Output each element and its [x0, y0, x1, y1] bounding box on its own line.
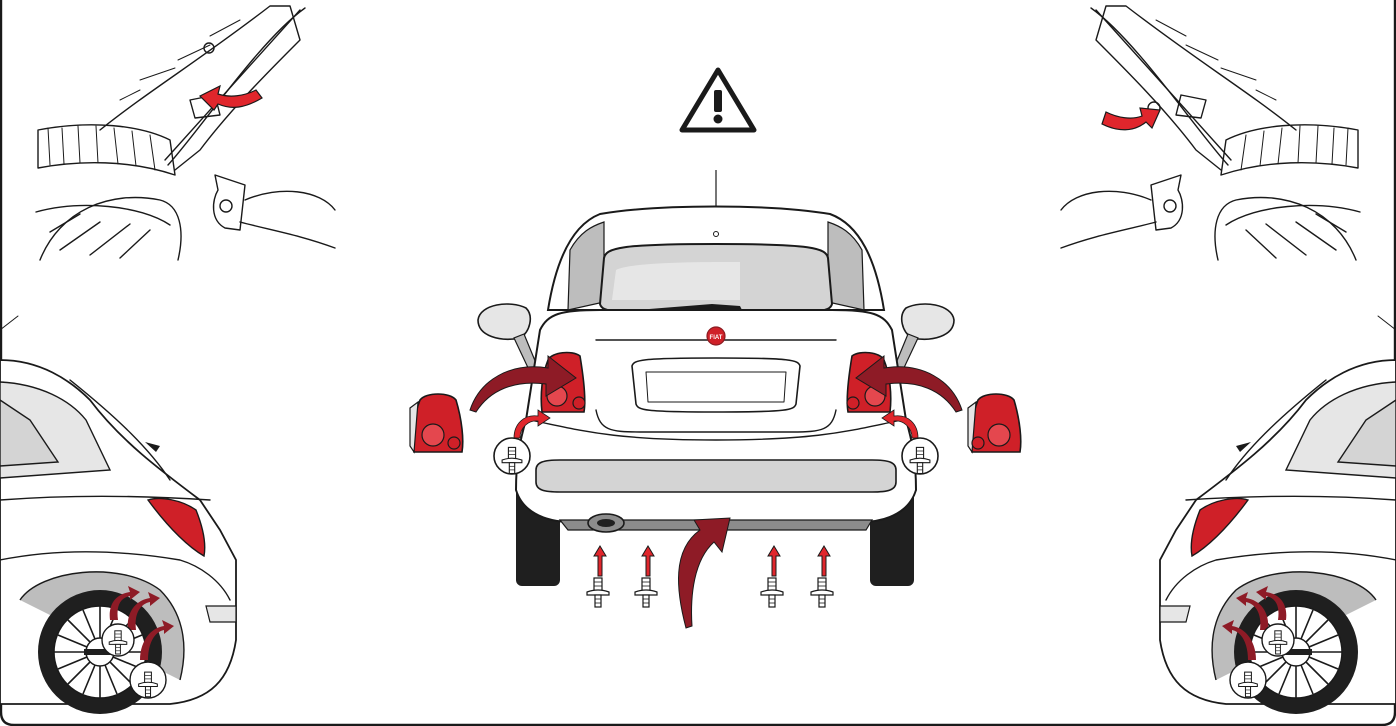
up-arrow-icon [768, 546, 780, 576]
push-clip-icon [102, 624, 134, 656]
curved-arrow-icon [678, 518, 730, 628]
push-clip-icon [902, 438, 938, 474]
mirror-left [478, 304, 530, 339]
push-clip-icon [635, 578, 657, 607]
push-clip-icon [130, 662, 166, 698]
boot-detail-left [36, 6, 335, 260]
push-clip-icon [811, 578, 833, 607]
push-clip-icon [761, 578, 783, 607]
tail-lamp-right-removed [968, 394, 1023, 452]
fiat-logo-icon: FIAT [707, 327, 725, 345]
side-view-right [1160, 316, 1396, 714]
tail-lamp-left-removed [410, 394, 463, 452]
curved-arrow-icon [200, 86, 262, 110]
plate-recess [632, 358, 800, 412]
warning-icon [682, 70, 754, 130]
push-clip-icon [494, 438, 530, 474]
rear-bumper [536, 460, 896, 492]
boot-detail-right [1061, 6, 1360, 260]
up-arrow-icon [594, 546, 606, 576]
up-arrow-icon [818, 546, 830, 576]
mirror-right [902, 304, 954, 339]
push-clip-icon [1230, 662, 1266, 698]
side-view-left [0, 316, 236, 714]
badge-text: FIAT [710, 335, 723, 341]
curved-arrow-icon [1102, 108, 1160, 130]
push-clip-icon [587, 578, 609, 607]
push-clip-icon [1262, 624, 1294, 656]
up-arrow-icon [642, 546, 654, 576]
